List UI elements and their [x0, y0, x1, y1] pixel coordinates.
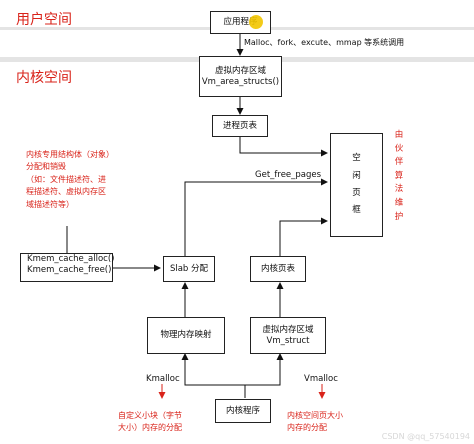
kmem-cache-box: Kmem_cache_alloc() Kmem_cache_free() — [20, 253, 115, 282]
user-space-title: 用户空间 — [16, 12, 72, 28]
watermark: CSDN @qq_57540194 — [381, 432, 470, 441]
kernel-program-box: 内核程序 — [215, 399, 271, 423]
note-line: 内存的分配 — [287, 423, 327, 432]
get-free-pages-label: Get_free_pages — [255, 170, 322, 180]
kmem-line1: Kmem_cache_alloc() — [27, 254, 115, 264]
phys-char: 空 — [352, 153, 361, 164]
note-line: 大小）内存的分配 — [118, 423, 182, 432]
physical-mapping-box: 物理内存映射 — [147, 317, 225, 354]
phys-char: 页 — [352, 188, 361, 198]
buddy-char: 法 — [394, 184, 404, 195]
buddy-algorithm-note: 由 伙 伴 算 法 维 护 — [393, 129, 405, 224]
physical-free-frames-box: 空 闲 页 框 — [330, 133, 383, 237]
buddy-char: 伙 — [394, 143, 404, 154]
note-line: 内核空间页大小 — [287, 411, 343, 420]
vm-struct-line2: Vm_struct — [266, 335, 310, 346]
note-line: 域描述符等） — [26, 199, 74, 209]
phys-char: 框 — [352, 205, 361, 216]
vmalloc-label: Vmalloc — [304, 374, 338, 384]
note-line: 自定义小块（字节 — [118, 411, 182, 420]
syscalls-label: Malloc、fork、excute、mmap 等系统调用 — [244, 38, 405, 47]
vm-struct-box: 虚拟内存区域 Vm_struct — [250, 317, 326, 354]
buddy-char: 由 — [394, 130, 404, 140]
vm-struct-line1: 虚拟内存区域 — [262, 324, 314, 335]
kmalloc-label: Kmalloc — [146, 374, 180, 384]
vm-area-line2: Vm_area_structs() — [201, 76, 280, 87]
note-line: 内核专用结构体（对象） — [26, 150, 114, 159]
kernel-page-table-box: 内核页表 — [250, 256, 306, 282]
note-line: 分配和销毁 — [26, 162, 66, 172]
buddy-char: 算 — [394, 170, 404, 181]
phys-char: 闲 — [352, 170, 361, 181]
kmem-line2: Kmem_cache_free() — [27, 264, 112, 275]
buddy-char: 维 — [394, 197, 404, 208]
vm-area-box: 虚拟内存区域 Vm_area_structs() — [199, 56, 282, 97]
buddy-char: 护 — [394, 211, 404, 222]
note-line: 程描述符、虚拟内存区 — [26, 187, 106, 197]
buddy-char: 伴 — [394, 157, 404, 168]
vmalloc-note: 内核空间页大小 内存的分配 — [287, 410, 343, 434]
note-line: （如：文件描述符、进 — [26, 174, 106, 184]
slab-box: Slab 分配 — [163, 256, 215, 282]
process-page-table-box: 进程页表 — [212, 115, 268, 137]
vm-area-line1: 虚拟内存区域 — [214, 65, 266, 76]
physical-free-frames-text: 空 闲 页 框 — [351, 150, 363, 220]
cursor-icon — [249, 15, 263, 29]
slab-objects-note: 内核专用结构体（对象） 分配和销毁 （如：文件描述符、进 程描述符、虚拟内存区 … — [26, 149, 114, 211]
kernel-space-title: 内核空间 — [16, 70, 72, 86]
kmalloc-note: 自定义小块（字节 大小）内存的分配 — [118, 410, 182, 434]
